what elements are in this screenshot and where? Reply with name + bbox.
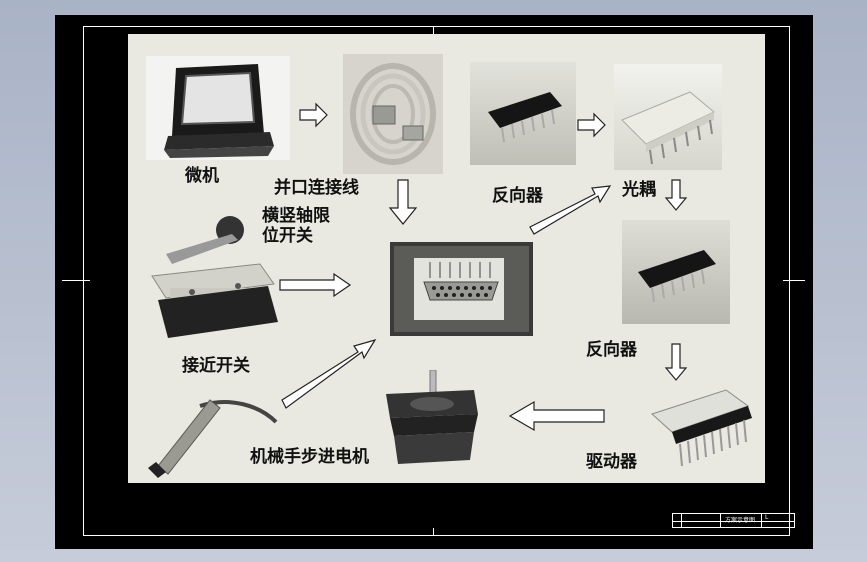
title-block-row-line bbox=[673, 521, 794, 522]
arrow-right bbox=[299, 102, 328, 128]
tick-top bbox=[433, 26, 434, 34]
arrow-down bbox=[664, 179, 688, 211]
tick-bottom bbox=[433, 528, 434, 536]
label-proximity-switch: 接近开关 bbox=[182, 356, 250, 376]
arrow-down bbox=[664, 343, 688, 381]
title-block-name: 方案示意图 bbox=[725, 517, 756, 524]
optocoupler-icon bbox=[614, 64, 722, 170]
stepper-motor-icon bbox=[382, 369, 482, 468]
label-limit-switch-line1: 横竖轴限 bbox=[262, 206, 330, 226]
driver-chip-icon bbox=[638, 384, 762, 476]
title-block-divider bbox=[720, 514, 721, 527]
ic-chip-icon bbox=[622, 220, 730, 324]
diagram-sheet: 微机 并口连接线 反向器 光耦 横竖轴限 位开关 接近开关 反向器 机械手步进电… bbox=[128, 34, 765, 483]
title-block-divider bbox=[761, 514, 762, 527]
label-parallel-cable: 并口连接线 bbox=[274, 178, 359, 198]
label-stepper-motor: 机械手步进电机 bbox=[250, 447, 369, 467]
tick-right bbox=[783, 280, 805, 281]
title-block-code: L bbox=[765, 514, 769, 521]
inner-border bbox=[83, 26, 790, 536]
ic-chip-icon bbox=[470, 62, 576, 165]
label-optocoupler: 光耦 bbox=[622, 180, 656, 200]
arrow-diagonal bbox=[281, 339, 377, 409]
db25-connector-icon bbox=[390, 242, 533, 336]
monitor-icon bbox=[146, 56, 290, 160]
arrow-right bbox=[279, 272, 352, 298]
label-microcomputer: 微机 bbox=[185, 166, 219, 186]
title-block: 方案示意图 L bbox=[672, 513, 795, 528]
flow-arrows bbox=[279, 102, 688, 432]
arrow-down bbox=[388, 179, 418, 225]
cable-icon bbox=[343, 54, 443, 174]
arrow-diagonal bbox=[529, 185, 612, 235]
arrow-left bbox=[508, 400, 605, 432]
label-inverter-right: 反向器 bbox=[586, 340, 637, 360]
label-driver: 驱动器 bbox=[586, 452, 637, 472]
tick-left bbox=[62, 280, 90, 281]
limit-switch-icon bbox=[142, 204, 282, 344]
proximity-sensor-icon bbox=[140, 386, 280, 478]
label-limit-switch-line2: 位开关 bbox=[262, 226, 313, 246]
arrow-right bbox=[577, 112, 606, 138]
label-inverter-top: 反向器 bbox=[492, 186, 543, 206]
title-block-divider bbox=[681, 514, 682, 527]
